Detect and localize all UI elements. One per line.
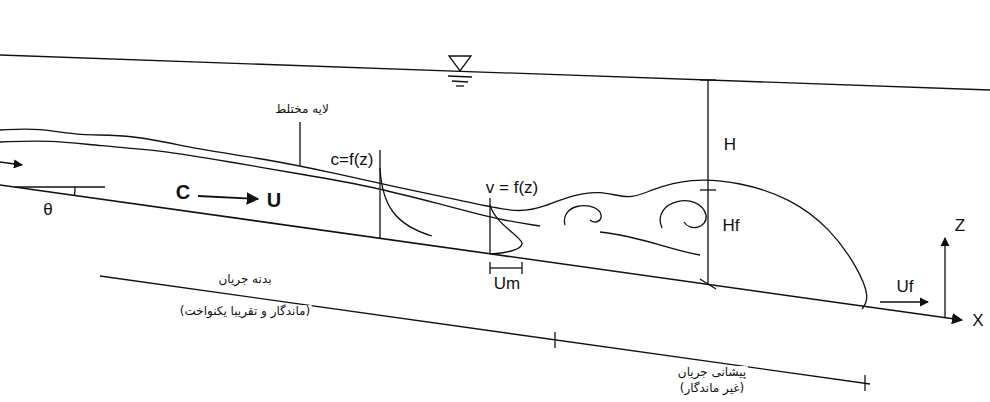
region-label: بدنه جریان <box>216 273 273 287</box>
angle-label: θ <box>41 200 54 220</box>
current-boundary <box>0 129 867 309</box>
region-label: (غیر ماندگار) <box>678 382 747 396</box>
dimension-label: Um <box>492 274 522 294</box>
region-label: (ماندگار و تقریبا یکنواخت) <box>178 305 312 319</box>
surface-symbol <box>449 56 471 71</box>
horizontal-ref <box>15 186 105 187</box>
inflow-arrow <box>0 162 22 165</box>
region-label: لایه مختلط <box>273 103 331 117</box>
concentration-profile <box>380 168 432 236</box>
variable-label: Uf <box>895 277 916 297</box>
region-tick <box>554 332 555 348</box>
axis-label: X <box>970 311 985 331</box>
velocity-profile <box>490 205 522 254</box>
profile-axis <box>379 150 380 238</box>
dimension-label: H <box>722 135 738 155</box>
mixed-layer-line <box>0 141 540 226</box>
depth-dimension <box>700 279 716 289</box>
formula-label: v = f(z) <box>484 178 540 198</box>
flow-arrow <box>198 196 258 199</box>
angle-arc <box>74 187 76 195</box>
water-surface <box>0 55 990 90</box>
depth-dimension <box>707 80 708 284</box>
eddy <box>564 206 601 225</box>
region-label: پیشانی جریان <box>676 366 748 380</box>
depth-dimension <box>700 79 716 80</box>
variable-label: C <box>174 181 192 204</box>
surface-symbol <box>452 81 468 82</box>
surface-symbol <box>456 85 464 86</box>
eddy-line <box>600 232 700 255</box>
formula-label: c=f(z) <box>329 150 376 170</box>
um-bracket <box>490 267 522 268</box>
z-axis <box>944 238 945 318</box>
variable-label: U <box>265 189 283 212</box>
dimension-label: Hf <box>721 216 742 236</box>
region-tick <box>864 375 865 391</box>
eddy <box>660 201 706 228</box>
leader-line <box>299 122 300 166</box>
axis-label: Z <box>953 216 967 236</box>
depth-dimension <box>700 189 716 190</box>
front-velocity-arrow <box>880 301 928 302</box>
region-dimension <box>100 276 870 384</box>
surface-symbol <box>448 76 472 77</box>
